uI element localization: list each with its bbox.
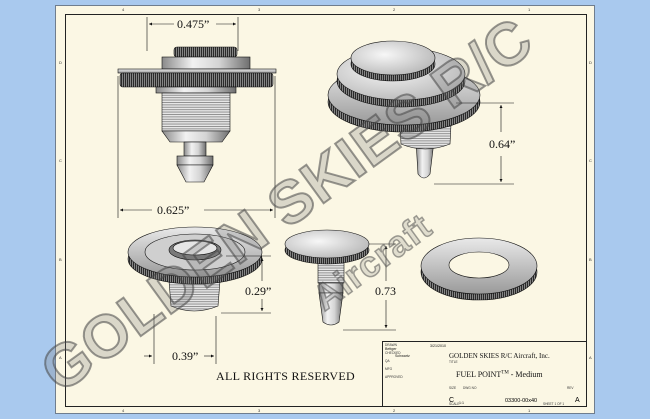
zone-label-bottom: 2 [393, 408, 396, 413]
drawn-by: Bettger [385, 347, 397, 351]
zone-label-left: D [59, 60, 62, 65]
nozzle-tip [176, 164, 214, 183]
label-rev: REV [567, 386, 574, 390]
label-approved: APPROVED [385, 375, 403, 379]
zone-label-right: B [589, 257, 592, 262]
dim-nut-height: 0.29” [244, 284, 273, 298]
label-title: TITLE [449, 360, 458, 364]
revision: A [575, 397, 580, 404]
side-view [117, 46, 277, 183]
technical-drawing [117, 17, 587, 407]
title-block: DRAWN Bettger 3/21/2010 CHECKED Schwartz… [382, 341, 587, 407]
dim-insert-height-lines [343, 243, 396, 331]
dim-flange-diameter-lines [117, 76, 276, 218]
taper [161, 130, 231, 143]
label-size: SIZE [449, 386, 457, 390]
washer-edge [117, 68, 277, 74]
drawing-title-suffix: - Medium [508, 370, 543, 379]
zone-label-right: A [589, 355, 592, 360]
cap-knurl [173, 46, 238, 58]
zone-label-left: A [59, 355, 62, 360]
scale-value: 1:1 [459, 401, 464, 405]
dim-head-diameter-lines [146, 17, 239, 51]
zone-label-left: C [59, 158, 62, 163]
iso-view-cap [327, 40, 481, 179]
iso-view-nut [127, 226, 263, 312]
drawing-title-main: FUEL POINT [456, 370, 502, 379]
dim-head-diameter: 0.475” [176, 17, 211, 31]
trademark-mark: TM [501, 370, 509, 376]
barb-ring [176, 155, 214, 166]
zone-label-bottom: 3 [258, 408, 261, 413]
label-qa: QA [385, 359, 390, 363]
label-mfg: MFG [385, 367, 393, 371]
dim-overall-height-lines [434, 102, 514, 185]
dim-insert-height: 0.73 [374, 284, 397, 298]
iso-view-insert [284, 229, 370, 326]
label-checked: CHECKED [385, 351, 401, 355]
dim-flange-diameter: 0.625” [156, 203, 191, 217]
drawing-title: FUEL POINTTM - Medium [456, 370, 543, 379]
dim-nut-lines [144, 255, 271, 364]
zone-label-left: B [59, 257, 62, 262]
label-scale: SCALE [449, 402, 460, 406]
label-drawn: DRAWN [385, 343, 397, 347]
thread-section [161, 92, 231, 132]
sheet-number: SHEET 1 OF 1 [543, 402, 565, 406]
dim-overall-height: 0.64” [488, 137, 517, 151]
collar [155, 86, 237, 94]
drawing-border [65, 14, 587, 407]
sheet-size: C [449, 397, 455, 404]
stem [183, 141, 207, 157]
drawing-number: 03300-00x40 [505, 398, 538, 404]
iso-view-washer [420, 237, 538, 301]
zone-label-top: 2 [393, 7, 396, 12]
label-dwg-no: DWG NO [463, 386, 477, 390]
checked-by: Schwartz [395, 354, 410, 358]
nut-knurl [119, 72, 274, 88]
zone-label-right: C [589, 158, 592, 163]
zone-label-top: 3 [258, 7, 261, 12]
rights-reserved: ALL RIGHTS RESERVED [216, 369, 355, 383]
dim-nut-diameter: 0.39” [172, 349, 199, 363]
zone-label-bottom: 1 [528, 408, 531, 413]
zone-label-bottom: 4 [122, 408, 125, 413]
drawing-sheet: 4 3 2 1 4 3 2 1 D C B A D C B A [55, 5, 595, 414]
zone-label-top: 1 [528, 7, 531, 12]
cap-flange [161, 56, 251, 70]
drawn-date: 3/21/2010 [430, 344, 446, 348]
company-name: GOLDEN SKIES R/C Aircraft, Inc. [449, 352, 550, 360]
zone-label-top: 4 [122, 7, 125, 12]
zone-label-right: D [589, 60, 592, 65]
